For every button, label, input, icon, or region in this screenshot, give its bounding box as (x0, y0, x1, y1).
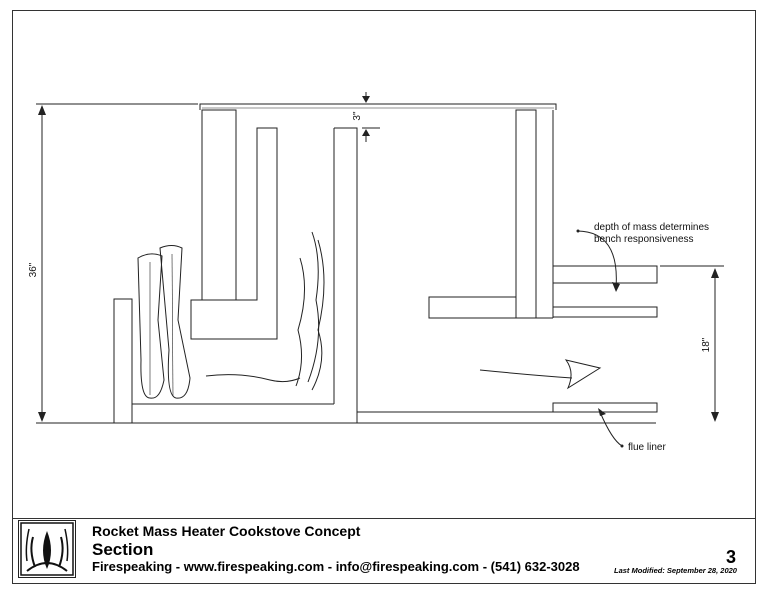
flue-liner-channel (552, 402, 658, 413)
mass-leader (577, 230, 617, 289)
contact-line: Firespeaking - www.firespeaking.com - in… (92, 559, 580, 574)
mass-callout-line2: bench responsiveness (594, 234, 694, 245)
dim-18-label: 18" (701, 337, 712, 352)
title-block (12, 518, 756, 584)
feed-tube-wall (113, 298, 133, 424)
bench-top-upper (552, 265, 658, 284)
flue-liner-callout: flue liner (628, 442, 666, 453)
cooktop-plate (199, 103, 557, 110)
mass-callout-line1: depth of mass determines (594, 222, 709, 233)
last-modified: Last Modified: September 28, 2020 (614, 566, 737, 575)
heat-riser-block (190, 127, 278, 340)
firebox-left-column (201, 109, 237, 301)
project-title: Rocket Mass Heater Cookstove Concept (92, 523, 361, 539)
sheet-title: Section (92, 540, 154, 559)
dim-3-label: 3" (352, 111, 363, 121)
flue-leader (599, 411, 623, 447)
fuel-stick (159, 245, 191, 399)
firespeaking-logo (18, 520, 76, 578)
sheet-number: 3 (726, 547, 737, 567)
flow-arrow (479, 369, 573, 379)
flame (311, 239, 325, 391)
flame-logo-icon (20, 522, 74, 576)
fuel-stick (137, 253, 165, 399)
flame (307, 231, 320, 383)
flame (295, 257, 306, 387)
bench-top-lower (552, 306, 658, 318)
bench-ledge (428, 296, 517, 319)
firebox-right-wall (334, 127, 358, 423)
barrel-wall (515, 109, 537, 319)
dim-36-label: 36" (28, 262, 39, 277)
drawing-frame (12, 10, 756, 584)
flame (205, 374, 301, 383)
